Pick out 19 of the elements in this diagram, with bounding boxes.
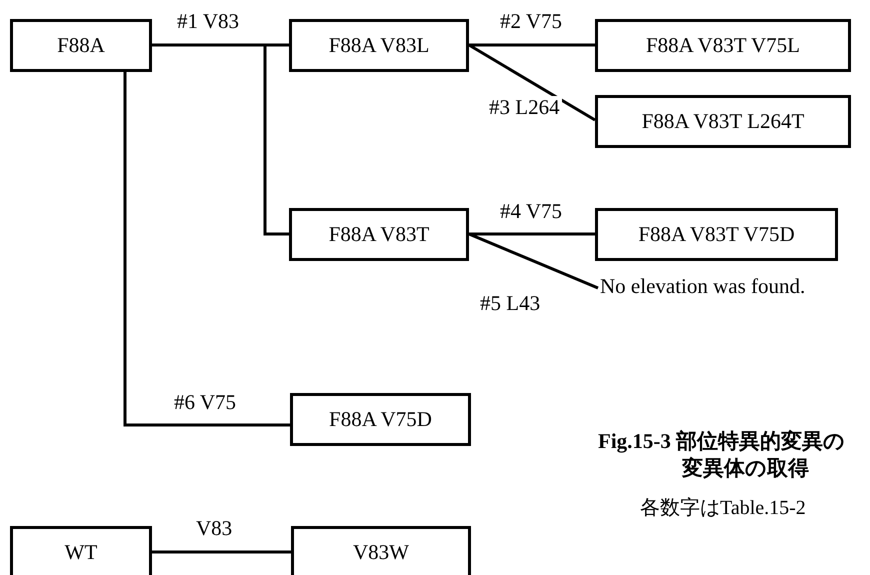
figure-caption: Fig.15-3 部位特異的変異の変異体の取得 — [598, 428, 846, 482]
mutant-box: F88A V75D — [290, 393, 471, 446]
connector-line — [124, 72, 290, 426]
connector-line — [469, 232, 595, 236]
caption-note: 各数字はTable.15-2 — [640, 496, 806, 521]
mutant-box: F88A — [10, 19, 152, 72]
connector-line — [152, 44, 289, 236]
mutant-box: F88A V83T L264T — [595, 95, 851, 148]
connector-line — [468, 232, 599, 290]
result-note: No elevation was found. — [600, 272, 868, 300]
mutant-box: F88A V83T — [289, 208, 469, 261]
mutant-box: V83W — [291, 526, 471, 575]
connector-line — [469, 44, 595, 46]
mutant-box: F88A V83T V75L — [595, 19, 851, 72]
mutant-box: WT — [10, 526, 152, 575]
mutant-box: F88A V83T V75D — [595, 208, 838, 261]
mutant-box: F88A V83L — [289, 19, 469, 72]
connector-line — [152, 550, 291, 554]
connector-line — [468, 44, 596, 122]
